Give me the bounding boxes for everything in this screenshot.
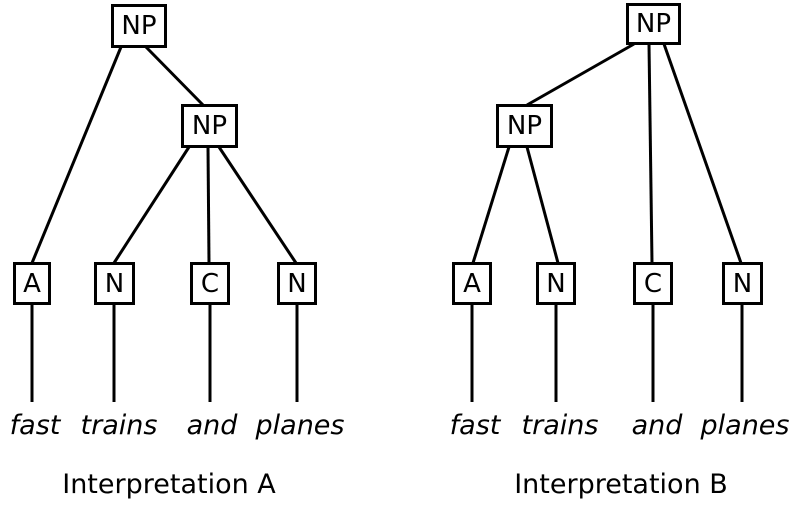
- tree-a-caption: Interpretation A: [62, 469, 276, 500]
- tree-b-word-trains: trains: [521, 410, 599, 441]
- tree-b-leaf-c: C: [633, 262, 673, 305]
- edge-a-inner-to-n2: [217, 146, 298, 264]
- tree-a-leaf-n2: N: [277, 262, 317, 305]
- edge-a-root-to-a: [30, 46, 123, 264]
- tree-a-word-trains: trains: [80, 410, 158, 441]
- tree-b-inner-node: NP: [496, 104, 553, 148]
- tree-b-leaf-n2: N: [722, 262, 763, 305]
- tree-b-word-and: and: [631, 410, 683, 441]
- edge-a-inner-to-n1: [112, 146, 191, 264]
- edge-b-inner-to-n1: [525, 146, 560, 264]
- tree-a-root-node: NP: [111, 4, 167, 48]
- tree-a-word-planes: planes: [255, 410, 345, 441]
- tree-b-caption: Interpretation B: [514, 469, 728, 500]
- edge-a-root-to-inner: [144, 45, 206, 108]
- tree-b-leaf-n1: N: [536, 262, 576, 305]
- tree-a-word-and: and: [186, 410, 238, 441]
- tree-a-inner-node: NP: [181, 104, 238, 148]
- tree-a-leaf-c: C: [190, 262, 230, 305]
- tree-b-leaf-a: A: [452, 262, 492, 305]
- tree-a-leaf-n1: N: [94, 262, 135, 305]
- edge-b-root-to-inner: [526, 42, 635, 107]
- edge-b-root-to-c: [647, 43, 654, 264]
- edge-b-inner-to-a: [471, 146, 511, 264]
- edge-a-inner-to-c: [206, 146, 211, 264]
- edge-b-root-to-n2: [662, 43, 743, 264]
- tree-b-root-node: NP: [626, 3, 681, 45]
- tree-b-word-fast: fast: [449, 410, 501, 441]
- tree-b-word-planes: planes: [700, 410, 790, 441]
- tree-a-word-fast: fast: [9, 410, 61, 441]
- tree-a-leaf-a: A: [13, 262, 51, 305]
